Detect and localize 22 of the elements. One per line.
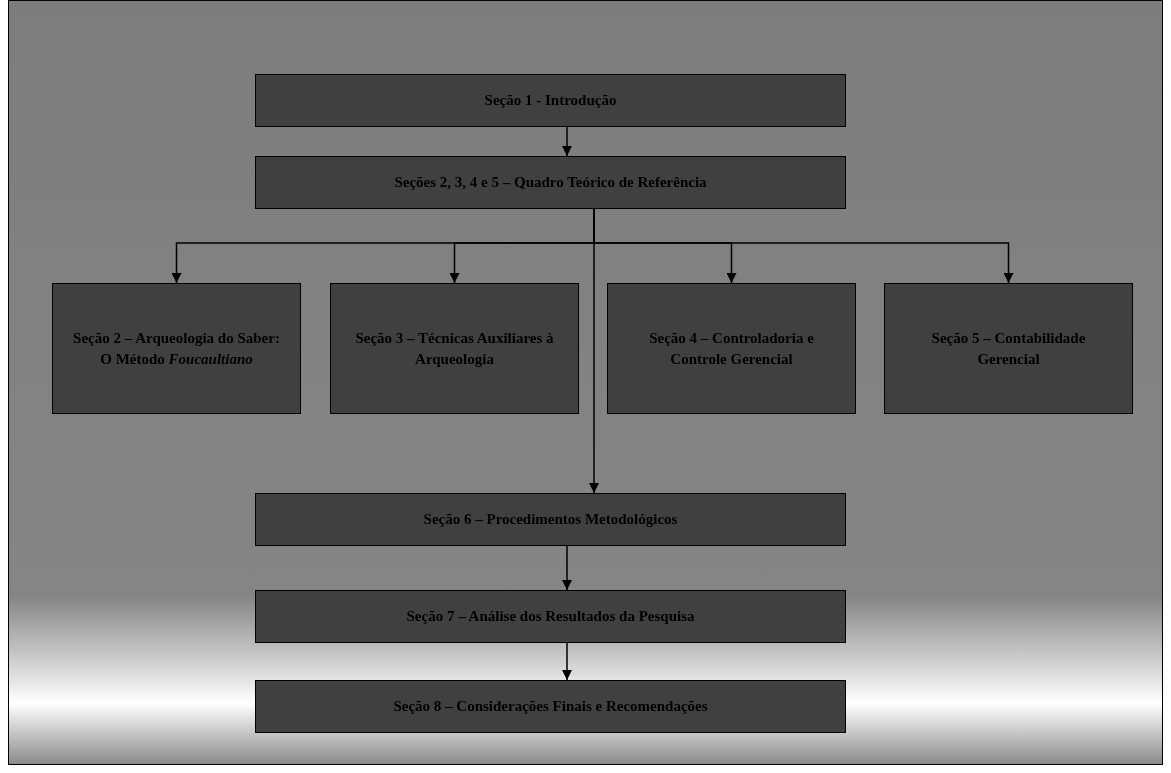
section-title: Seção 1 - Introdução: [484, 91, 617, 111]
section-title: Seção 2 – Arqueologia do Saber: O Método Foucaultiano: [72, 329, 281, 369]
section-box: [330, 283, 579, 414]
section-box: [255, 493, 846, 546]
arrow: [589, 208, 599, 494]
arrow: [562, 545, 572, 591]
arrow: [562, 126, 572, 157]
section-title: Seção 7 – Análise dos Resultados da Pesquisa: [406, 607, 695, 627]
section-box: [255, 590, 846, 643]
section-box: [255, 74, 846, 127]
section-title: Seção 5 – Contabilidade Gerencial: [930, 329, 1087, 369]
section-title: Seção 3 – Técnicas Auxiliares à Arqueologia: [354, 329, 555, 369]
section-box: [52, 283, 301, 414]
section-title: Seção 8 – Considerações Finais e Recomendações: [393, 697, 708, 717]
arrow: [562, 642, 572, 681]
section-box: [255, 680, 846, 733]
section-box: [607, 283, 856, 414]
section-box: [255, 156, 846, 209]
section-title: Seções 2, 3, 4 e 5 – Quadro Teórico de Referência: [394, 173, 707, 193]
section-box: [884, 283, 1133, 414]
section-title: Seção 6 – Procedimentos Metodológicos: [423, 510, 678, 530]
section-title: Seção 4 – Controladoria e Controle Gerencial: [648, 329, 815, 369]
